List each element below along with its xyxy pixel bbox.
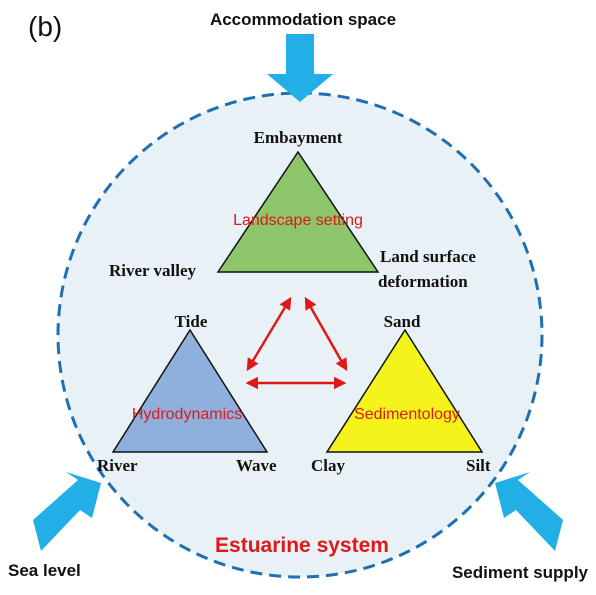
landscape-setting-title: Landscape setting [233, 212, 363, 229]
sea-level-label: Sea level [8, 561, 81, 580]
sedimentology-title: Sedimentology [354, 406, 460, 423]
sedimentology-triangle [325, 328, 484, 453]
clay-label: Clay [311, 456, 346, 475]
tide-label: Tide [175, 312, 208, 331]
estuarine-system-circle [56, 91, 544, 579]
hydrodynamics-triangle [111, 328, 269, 453]
land-surface-label: Land surface [380, 247, 476, 266]
sand-label: Sand [384, 312, 421, 331]
sea-level-arrow [33, 472, 101, 551]
wave-label: Wave [236, 456, 277, 475]
silt-label: Silt [466, 456, 491, 475]
panel-label: (b) [28, 11, 62, 42]
landscape-sediment-interaction-arrow [304, 296, 348, 372]
river-valley-label: River valley [109, 261, 197, 280]
deformation-label: deformation [378, 272, 468, 291]
landscape-triangle [216, 150, 380, 273]
sediment-supply-arrow [495, 472, 563, 551]
accommodation-space-label: Accommodation space [210, 10, 396, 29]
accommodation-space-arrow [267, 34, 333, 102]
embayment-label: Embayment [254, 128, 343, 147]
sediment-supply-label: Sediment supply [452, 563, 589, 582]
estuarine-system-label: Estuarine system [215, 534, 389, 557]
hydrodynamics-title: Hydrodynamics [132, 406, 242, 423]
landscape-hydro-interaction-arrow [246, 296, 292, 372]
river-label: River [97, 456, 138, 475]
